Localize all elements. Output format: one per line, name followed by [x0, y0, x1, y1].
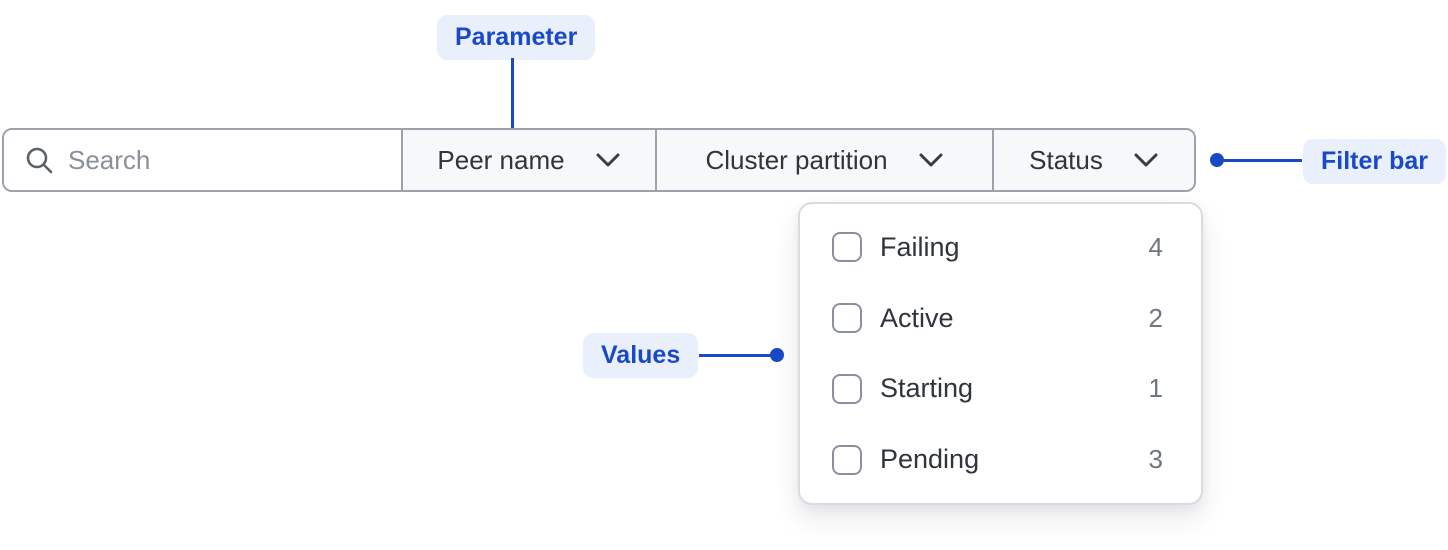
values-connector-dot	[770, 348, 784, 362]
status-values-popover: Failing 4 Active 2 Starting 1 Pending 3	[798, 202, 1203, 505]
option-label: Starting	[880, 373, 974, 404]
checkbox-unchecked-icon[interactable]	[832, 444, 862, 475]
option-label: Failing	[880, 231, 960, 262]
status-option-failing[interactable]: Failing 4	[800, 212, 1201, 283]
filter-bar: Peer name Cluster partition Status	[2, 128, 1196, 192]
option-label: Pending	[880, 444, 980, 475]
dropdown-cluster-partition-label: Cluster partition	[705, 144, 888, 175]
checkbox-unchecked-icon[interactable]	[832, 303, 862, 334]
filter-bar-connector-line	[1217, 159, 1302, 162]
chevron-down-icon	[1134, 153, 1158, 167]
dropdown-status[interactable]: Status	[994, 130, 1194, 190]
status-option-active[interactable]: Active 2	[800, 283, 1201, 354]
checkbox-unchecked-icon[interactable]	[832, 373, 862, 404]
dropdown-peer-name[interactable]: Peer name	[403, 130, 657, 190]
search-section[interactable]	[4, 130, 403, 190]
option-label: Active	[880, 302, 954, 333]
option-count: 1	[1148, 373, 1163, 404]
search-input[interactable]	[68, 144, 398, 176]
status-option-starting[interactable]: Starting 1	[800, 354, 1201, 425]
values-connector-line	[699, 354, 773, 357]
chevron-down-icon	[596, 153, 620, 167]
dropdown-cluster-partition[interactable]: Cluster partition	[657, 130, 994, 190]
checkbox-unchecked-icon[interactable]	[832, 232, 862, 263]
dropdown-status-label: Status	[1029, 144, 1103, 175]
annotation-filter-bar-badge: Filter bar	[1303, 139, 1446, 184]
option-count: 2	[1148, 302, 1163, 333]
parameter-connector-line	[511, 58, 514, 143]
search-icon	[26, 147, 53, 174]
option-count: 3	[1148, 444, 1163, 475]
status-option-pending[interactable]: Pending 3	[800, 424, 1201, 495]
annotation-values-badge: Values	[583, 333, 699, 378]
chevron-down-icon	[919, 153, 943, 167]
dropdown-peer-name-label: Peer name	[437, 144, 565, 175]
option-count: 4	[1148, 231, 1163, 262]
annotation-parameter-badge: Parameter	[437, 15, 596, 60]
